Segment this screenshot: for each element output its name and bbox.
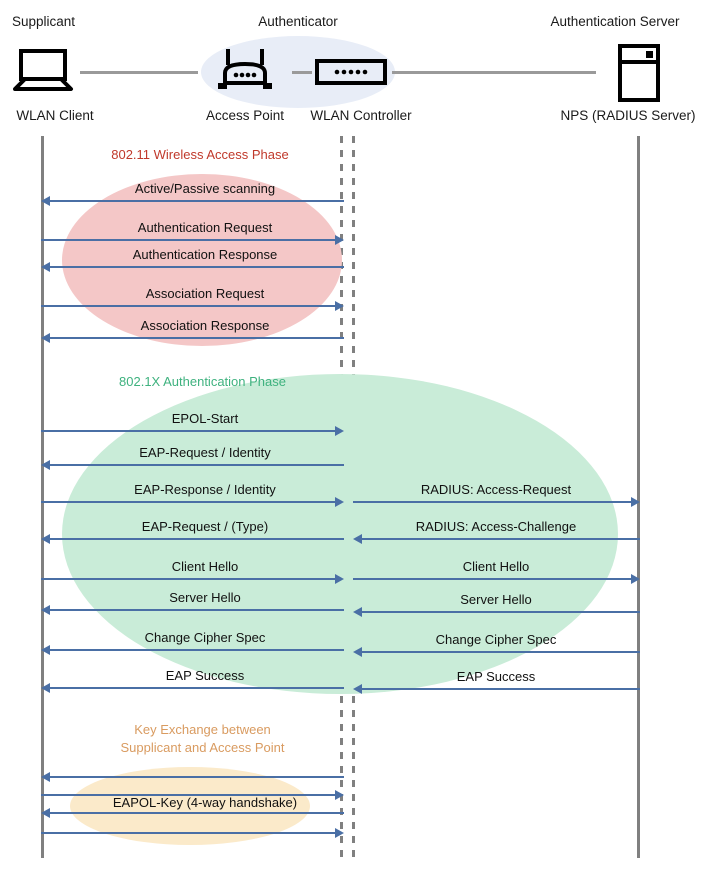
arrowhead-right-icon — [631, 574, 640, 584]
message-label: Change Cipher Spec — [144, 630, 266, 645]
role-title-authenticator: Authenticator — [258, 14, 338, 29]
arrowhead-left-icon — [41, 534, 50, 544]
message-label: EAP-Request / Identity — [139, 445, 271, 460]
node-label-access-point: Access Point — [205, 108, 285, 123]
arrowhead-left-icon — [41, 333, 50, 343]
message-line — [41, 832, 335, 834]
arrowhead-left-icon — [41, 772, 50, 782]
wireless-router-icon — [214, 47, 276, 98]
phase-caption-key-exchange-line2: Supplicant and Access Point — [120, 740, 285, 755]
message-line — [50, 776, 344, 778]
arrowhead-left-icon — [353, 684, 362, 694]
message-line — [353, 578, 631, 580]
arrowhead-right-icon — [335, 828, 344, 838]
phase-caption-key-exchange-line1: Key Exchange between — [134, 722, 271, 737]
network-switch-icon — [315, 59, 387, 90]
message-label: EAP Success — [456, 669, 536, 684]
message-label: EPOL-Start — [171, 411, 239, 426]
arrowhead-left-icon — [353, 647, 362, 657]
message-line — [50, 687, 344, 689]
message-line — [362, 651, 640, 653]
message-line — [50, 649, 344, 651]
message-label: Client Hello — [462, 559, 530, 574]
server-rack-icon — [617, 44, 661, 107]
message-label: EAP-Response / Identity — [134, 482, 276, 497]
message-line — [362, 611, 640, 613]
wire-controller-to-server — [392, 71, 596, 74]
arrowhead-right-icon — [335, 426, 344, 436]
message-line — [50, 538, 344, 540]
arrowhead-left-icon — [41, 262, 50, 272]
message-line — [50, 812, 344, 814]
message-label: Authentication Response — [132, 247, 278, 262]
arrowhead-left-icon — [41, 683, 50, 693]
phase-background-wireless-access — [62, 174, 342, 346]
message-label: Client Hello — [171, 559, 239, 574]
arrowhead-right-icon — [335, 235, 344, 245]
message-line — [41, 430, 335, 432]
role-title-supplicant: Supplicant — [12, 14, 76, 29]
wire-ap-to-controller — [292, 71, 312, 74]
message-line — [50, 200, 344, 202]
arrowhead-left-icon — [41, 645, 50, 655]
message-line — [41, 239, 335, 241]
message-line — [41, 794, 335, 796]
phase-caption-dot1x: 802.1X Authentication Phase — [119, 374, 286, 389]
message-line — [362, 538, 640, 540]
message-line — [362, 688, 640, 690]
arrowhead-left-icon — [41, 460, 50, 470]
message-label: Association Request — [145, 286, 265, 301]
message-label: Server Hello — [460, 592, 532, 607]
message-label: Change Cipher Spec — [435, 632, 557, 647]
wire-client-to-ap — [80, 71, 198, 74]
message-line — [50, 609, 344, 611]
message-line — [353, 501, 631, 503]
arrowhead-right-icon — [335, 790, 344, 800]
arrowhead-left-icon — [41, 605, 50, 615]
message-label: Authentication Request — [137, 220, 273, 235]
message-label: EAP-Request / (Type) — [141, 519, 269, 534]
node-label-nps-server: NPS (RADIUS Server) — [560, 108, 696, 123]
arrowhead-right-icon — [335, 574, 344, 584]
arrowhead-left-icon — [353, 534, 362, 544]
message-label: Association Response — [140, 318, 270, 333]
message-label: Active/Passive scanning — [134, 181, 276, 196]
message-line — [50, 337, 344, 339]
arrowhead-left-icon — [41, 808, 50, 818]
node-label-wlan-controller: WLAN Controller — [310, 108, 412, 123]
message-line — [41, 305, 335, 307]
message-label: EAP Success — [165, 668, 245, 683]
message-label: RADIUS: Access-Challenge — [415, 519, 577, 534]
arrowhead-right-icon — [631, 497, 640, 507]
arrowhead-left-icon — [41, 196, 50, 206]
message-label: Server Hello — [169, 590, 241, 605]
laptop-icon — [12, 48, 74, 97]
arrowhead-right-icon — [335, 497, 344, 507]
message-line — [50, 464, 344, 466]
node-label-wlan-client: WLAN Client — [16, 108, 94, 123]
arrowhead-left-icon — [353, 607, 362, 617]
message-label: EAPOL-Key (4-way handshake) — [112, 795, 298, 810]
message-line — [50, 266, 344, 268]
message-line — [41, 578, 335, 580]
lifeline-supplicant — [41, 136, 44, 858]
arrowhead-right-icon — [335, 301, 344, 311]
phase-caption-wireless-access: 802.11 Wireless Access Phase — [111, 147, 289, 162]
message-label: RADIUS: Access-Request — [420, 482, 572, 497]
role-title-authentication-server: Authentication Server — [550, 14, 680, 29]
message-line — [41, 501, 335, 503]
